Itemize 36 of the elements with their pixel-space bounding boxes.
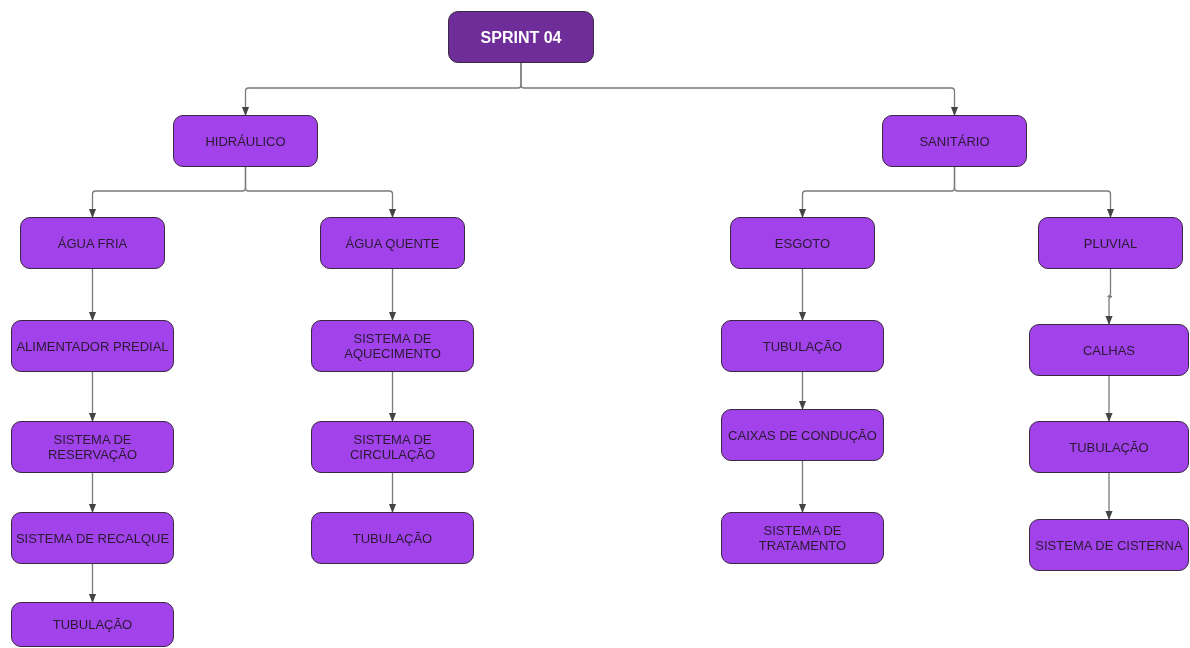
process-box: CALHAS <box>1029 324 1189 376</box>
process-box: TUBULAÇÃO <box>721 320 884 372</box>
process-box: TUBULAÇÃO <box>1029 421 1189 473</box>
arrow <box>88 563 97 603</box>
process-box: SISTEMA DE AQUECIMENTO <box>311 320 474 372</box>
arrow <box>798 371 807 410</box>
process-box: PLUVIAL <box>1038 217 1183 269</box>
arrow <box>798 268 807 321</box>
arrow <box>244 166 397 218</box>
process-box: SISTEMA DE CIRCULAÇÃO <box>311 421 474 473</box>
process-box: SISTEMA DE TRATAMENTO <box>721 512 884 564</box>
process-box: TUBULAÇÃO <box>11 602 174 647</box>
arrow <box>388 371 397 422</box>
process-box: ESGOTO <box>730 217 875 269</box>
process-box: ÁGUA FRIA <box>20 217 165 269</box>
process-box: SANITÁRIO <box>882 115 1027 167</box>
root-box: SPRINT 04 <box>448 11 594 63</box>
arrow <box>520 62 959 116</box>
arrow <box>388 268 397 321</box>
process-box: ÁGUA QUENTE <box>320 217 465 269</box>
process-box: SISTEMA DE RESERVAÇÃO <box>11 421 174 473</box>
arrow <box>88 268 97 321</box>
arrow <box>798 460 807 513</box>
process-box: ALIMENTADOR PREDIAL <box>11 320 174 372</box>
arrow <box>388 472 397 513</box>
process-box: HIDRÁULICO <box>173 115 318 167</box>
arrow <box>1105 268 1113 325</box>
arrow <box>88 472 97 513</box>
arrow <box>953 166 1115 218</box>
process-box: CAIXAS DE CONDUÇÃO <box>721 409 884 461</box>
arrow <box>1105 375 1113 422</box>
process-box: SISTEMA DE CISTERNA <box>1029 519 1189 571</box>
process-box: TUBULAÇÃO <box>311 512 474 564</box>
arrow <box>1105 472 1113 520</box>
arrow <box>88 371 97 422</box>
process-box: SISTEMA DE RECALQUE <box>11 512 174 564</box>
